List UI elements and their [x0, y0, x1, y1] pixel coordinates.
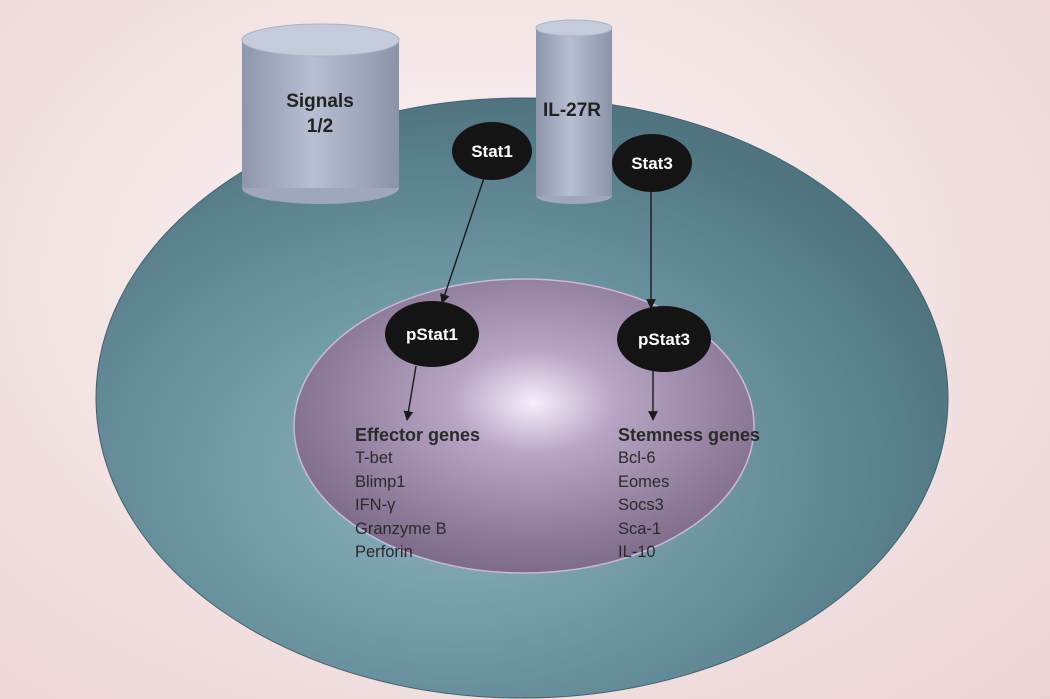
pstat3-label: pStat3 — [638, 330, 690, 349]
stemness-genes-list: Stemness genes Bcl-6 Eomes Socs3 Sca-1 I… — [618, 423, 760, 565]
stat1-label: Stat1 — [471, 142, 513, 161]
stat3-label: Stat3 — [631, 154, 673, 173]
stemness-gene-item: IL-10 — [618, 543, 656, 561]
effector-gene-item: T-bet — [355, 449, 393, 467]
effector-gene-item: Perforin — [355, 543, 413, 561]
signals-label-line2: 1/2 — [307, 116, 333, 137]
stemness-gene-item: Socs3 — [618, 496, 664, 514]
signals-receptor: Signals 1/2 — [241, 23, 400, 204]
stat3-node: Stat3 — [612, 134, 692, 192]
stemness-genes-title: Stemness genes — [618, 425, 761, 445]
effector-genes-title: Effector genes — [355, 425, 481, 445]
effector-gene-item: IFN-γ — [355, 496, 396, 514]
effector-gene-item: Blimp1 — [355, 472, 406, 491]
effector-genes-list: Effector genes T-bet Blimp1 IFN-γ Granzy… — [355, 423, 480, 565]
stat1-node: Stat1 — [452, 122, 532, 180]
arrow-pstat1-to-effector — [403, 365, 417, 421]
il27r-label: IL-27R — [543, 100, 601, 121]
signals-label-line1: Signals — [286, 91, 354, 112]
arrow-stat1-to-pstat1 — [440, 174, 486, 304]
pstat1-node: pStat1 — [385, 301, 479, 367]
stemness-gene-item: Eomes — [618, 472, 670, 491]
effector-gene-item: Granzyme B — [355, 519, 447, 538]
stemness-gene-item: Bcl-6 — [618, 449, 656, 467]
il27r-receptor: IL-27R — [535, 19, 613, 204]
stemness-gene-item: Sca-1 — [618, 519, 662, 538]
pstat1-label: pStat1 — [406, 325, 458, 344]
pstat3-node: pStat3 — [617, 306, 711, 372]
